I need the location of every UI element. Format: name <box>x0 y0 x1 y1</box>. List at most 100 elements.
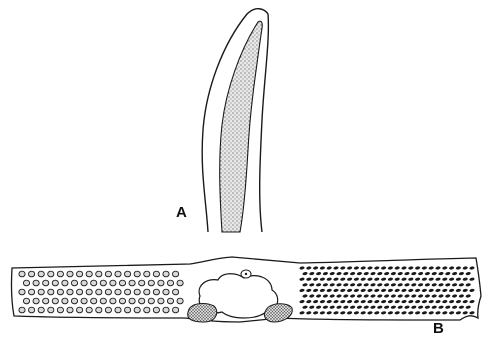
elongated-spore <box>350 272 356 276</box>
round-spore <box>177 298 183 304</box>
elongated-spore <box>438 283 444 287</box>
elongated-spore <box>316 283 322 287</box>
elongated-spore <box>404 283 410 287</box>
elongated-spore <box>343 294 349 298</box>
round-spore <box>91 298 97 304</box>
elongated-spore <box>384 305 390 309</box>
round-spore <box>48 307 54 313</box>
round-spore <box>173 307 179 313</box>
elongated-spore <box>374 300 380 304</box>
elongated-spore <box>354 311 360 315</box>
elongated-spore <box>388 300 394 304</box>
elongated-spore <box>302 283 308 287</box>
elongated-spore <box>374 311 380 315</box>
elongated-spore <box>357 272 363 276</box>
elongated-spore <box>465 283 471 287</box>
round-spore <box>125 271 131 277</box>
elongated-spore <box>354 300 360 304</box>
elongated-spore <box>391 283 397 287</box>
round-spore <box>38 289 44 295</box>
elongated-spore <box>320 288 326 292</box>
elongated-spore <box>425 305 431 309</box>
elongated-spore <box>465 272 471 276</box>
elongated-spore <box>326 311 332 315</box>
elongated-spore <box>333 311 339 315</box>
round-spore <box>163 289 169 295</box>
elongated-spore <box>316 305 322 309</box>
elongated-spore <box>394 288 400 292</box>
round-spore <box>105 289 111 295</box>
elongated-spore <box>418 305 424 309</box>
elongated-spore <box>404 294 410 298</box>
round-spore <box>19 307 25 313</box>
elongated-spore <box>343 305 349 309</box>
round-spore <box>134 271 140 277</box>
elongated-spore <box>370 294 376 298</box>
elongated-spore <box>384 272 390 276</box>
panel-a-drawing <box>202 9 268 232</box>
elongated-spore <box>336 294 342 298</box>
elongated-spore <box>445 305 451 309</box>
round-spore <box>158 298 164 304</box>
elongated-spore <box>381 311 387 315</box>
round-spore <box>96 307 102 313</box>
elongated-spore <box>350 294 356 298</box>
elongated-spore <box>428 300 434 304</box>
round-spore <box>134 289 140 295</box>
elongated-spore <box>313 311 319 315</box>
elongated-spore <box>422 277 428 281</box>
round-spore <box>77 307 83 313</box>
elongated-spore <box>370 305 376 309</box>
elongated-spore <box>340 288 346 292</box>
elongated-spore <box>442 311 448 315</box>
elongated-spore <box>408 300 414 304</box>
round-spore <box>52 280 58 286</box>
elongated-spore <box>326 266 332 270</box>
elongated-spore <box>415 266 421 270</box>
round-spore <box>91 280 97 286</box>
round-spore <box>167 280 173 286</box>
elongated-spore <box>459 305 465 309</box>
elongated-spore <box>394 277 400 281</box>
elongated-spore <box>415 277 421 281</box>
elongated-spore <box>343 283 349 287</box>
elongated-spore <box>370 272 376 276</box>
round-spore <box>153 307 159 313</box>
round-spore <box>100 280 106 286</box>
elongated-spore <box>377 272 383 276</box>
elongated-spore <box>408 277 414 281</box>
round-spore <box>119 280 125 286</box>
round-spore <box>158 280 164 286</box>
elongated-spore <box>442 288 448 292</box>
round-spore <box>115 289 121 295</box>
elongated-spore <box>469 300 475 304</box>
panel-b-drawing <box>11 257 481 322</box>
elongated-spore <box>360 288 366 292</box>
elongated-spore <box>340 266 346 270</box>
elongated-spore <box>320 311 326 315</box>
elongated-spore <box>435 311 441 315</box>
round-spore <box>148 280 154 286</box>
elongated-spore <box>431 272 437 276</box>
round-spore <box>139 280 145 286</box>
elongated-spore <box>299 288 305 292</box>
round-spore <box>119 298 125 304</box>
elongated-spore <box>377 283 383 287</box>
elongated-spore <box>367 288 373 292</box>
elongated-spore <box>360 277 366 281</box>
round-spore <box>153 289 159 295</box>
round-spore <box>57 307 63 313</box>
elongated-spore <box>462 277 468 281</box>
round-spore <box>86 271 92 277</box>
elongated-spore <box>347 288 353 292</box>
round-spore <box>125 289 131 295</box>
round-spore <box>153 271 159 277</box>
round-spore <box>19 271 25 277</box>
elongated-spore <box>422 288 428 292</box>
elongated-spore <box>456 288 462 292</box>
round-spore <box>48 289 54 295</box>
round-spore <box>100 298 106 304</box>
elongated-spore <box>306 266 312 270</box>
elongated-spore <box>422 266 428 270</box>
